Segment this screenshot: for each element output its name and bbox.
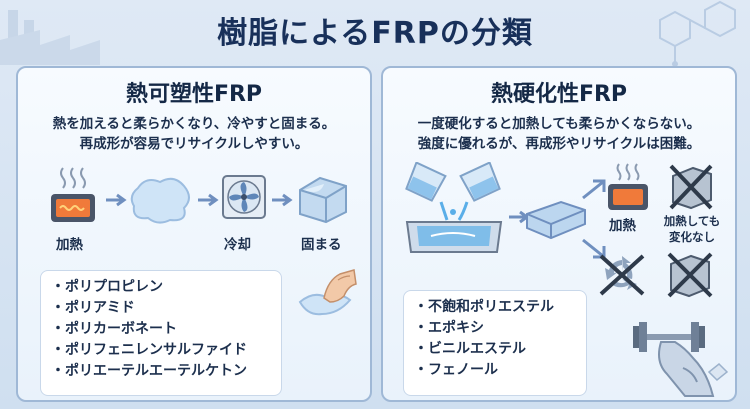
reshaping-hand-icon [298,269,357,316]
heater-icon [51,167,95,222]
list-item: ポリアミド [51,298,271,319]
list-item: フェノール [414,360,576,381]
thermoset-material-list: 不飽和ポリエステル エポキシ ビニルエステル フェノール [403,290,587,396]
thermoplastic-material-list: ポリプロピレン ポリアミド ポリカーボネート ポリフェニレンサルファイド ポリエ… [40,270,282,396]
hardened-block-icon [299,176,347,224]
arrow-right-icon [106,193,127,207]
strength-dumbbell-icon [633,322,729,397]
thermoset-desc-line1: 一度硬化すると加熱しても柔らかくならない。 [417,116,701,132]
thermoset-heading: 熱硬化性FRP [490,82,628,107]
list-item: ポリカーボネート [51,319,271,340]
thermoplastic-panel: 熱可塑性FRP 熱を加えると柔らかくなり、冷やすと固まる。 再成形が容易でリサイ… [16,66,372,402]
page-title: 樹脂によるFRPの分類 [217,16,533,51]
heater-icon [608,163,648,210]
list-item: ポリフェニレンサルファイド [51,340,271,361]
no-change-label-line2: 変化なし [669,230,715,244]
thermoset-desc-line2: 強度に優れるが、再成形やリサイクルは困難。 [417,136,701,152]
arrow-right-icon [198,193,219,207]
thermoplastic-desc-line2: 再成形が容易でリサイクルしやすい。 [79,136,309,152]
harden-label: 固まる [301,237,342,253]
list-item: 不飽和ポリエステル [414,297,576,318]
heat-label: 加熱 [609,218,636,234]
softened-resin-icon [130,177,190,224]
thermoset-panel: 熱硬化性FRP 一度硬化すると加熱しても柔らかくならない。 強度に優れるが、再成… [381,66,737,402]
list-item: ビニルエステル [414,339,576,360]
thermoplastic-desc-line1: 熱を加えると柔らかくなり、冷やすと固まる。 [52,116,336,132]
list-item: ポリプロピレン [51,277,271,298]
pouring-resin-icon [405,162,503,253]
thermoplastic-heading: 熱可塑性FRP [125,82,263,107]
no-change-label-line1: 加熱しても [663,214,721,228]
no-reshape-box-icon [667,252,713,298]
list-item: エポキシ [414,318,576,339]
list-item: ポリエーテルエーテルケトン [51,361,271,382]
no-change-block-icon [669,164,713,210]
cured-slab-icon [526,200,586,240]
heat-label: 加熱 [56,237,83,253]
no-recycle-icon [599,254,645,296]
cooling-fan-icon [222,175,266,219]
arrow-right-icon [272,193,293,207]
arrow-up-right-icon [582,179,606,200]
cool-label: 冷却 [224,237,251,253]
